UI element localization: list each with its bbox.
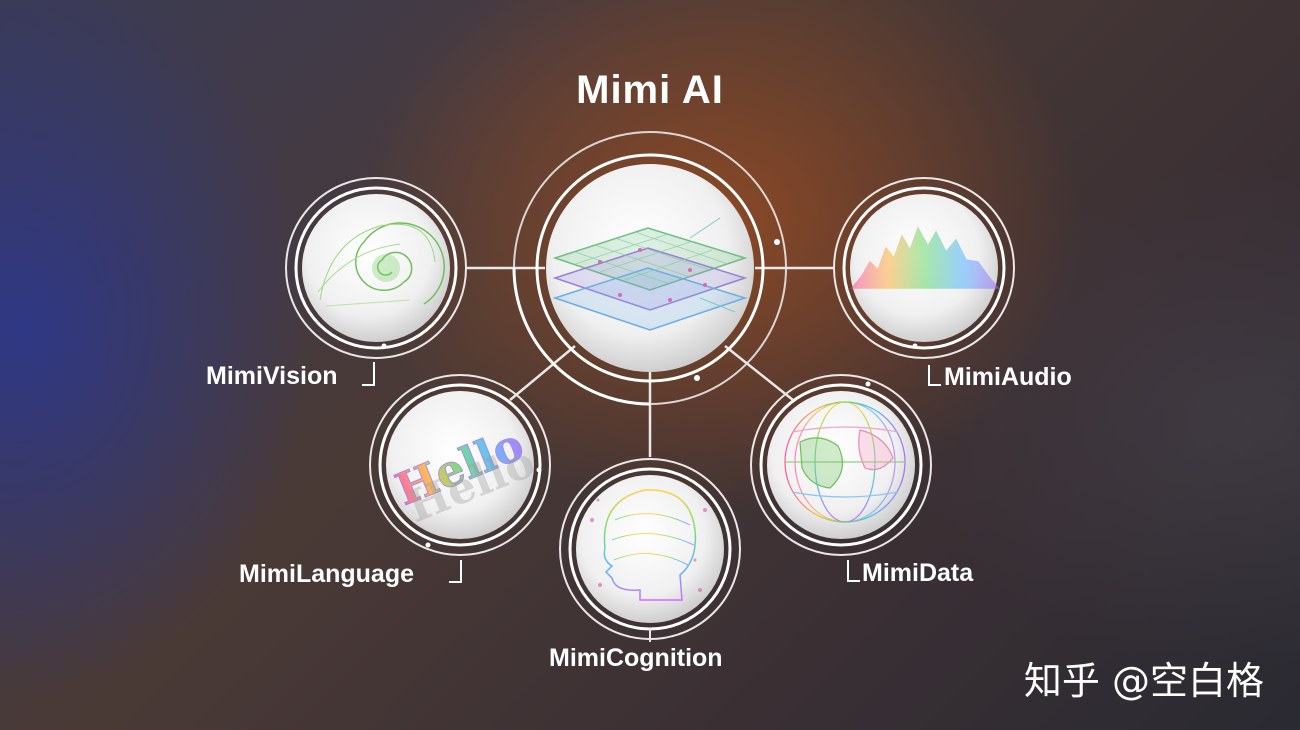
- label-brackets: [362, 362, 941, 583]
- watermark: 知乎 @空白格: [1023, 659, 1264, 703]
- node-data: [750, 374, 932, 556]
- label-mimidata: MimiData: [862, 559, 974, 587]
- audio-waveform-icon: [850, 226, 1000, 289]
- page-title: Mimi AI: [576, 68, 724, 112]
- head-wireframe-icon: [603, 489, 697, 601]
- label-mimicognition: MimiCognition: [549, 644, 723, 672]
- label-mimiaudio: MimiAudio: [944, 363, 1072, 391]
- neural-layers-icon: [552, 217, 748, 331]
- bracket-audio: [928, 365, 941, 386]
- node-vision: [285, 177, 467, 359]
- center-node: [512, 131, 787, 406]
- nautilus-wireframe-icon: [317, 222, 445, 307]
- connector-data: [724, 345, 794, 401]
- bracket-data: [847, 560, 860, 582]
- node-cognition: [559, 458, 741, 642]
- bracket-language: [449, 560, 462, 583]
- connector-language: [509, 345, 576, 401]
- label-mimivision: MimiVision: [206, 362, 338, 390]
- connectors: [466, 266, 834, 457]
- label-mimilanguage: MimiLanguage: [239, 560, 415, 588]
- bracket-vision: [362, 362, 375, 386]
- globe-wireframe-icon: [784, 401, 906, 523]
- node-language: Hello Hello: [369, 374, 551, 556]
- node-audio: [833, 177, 1015, 359]
